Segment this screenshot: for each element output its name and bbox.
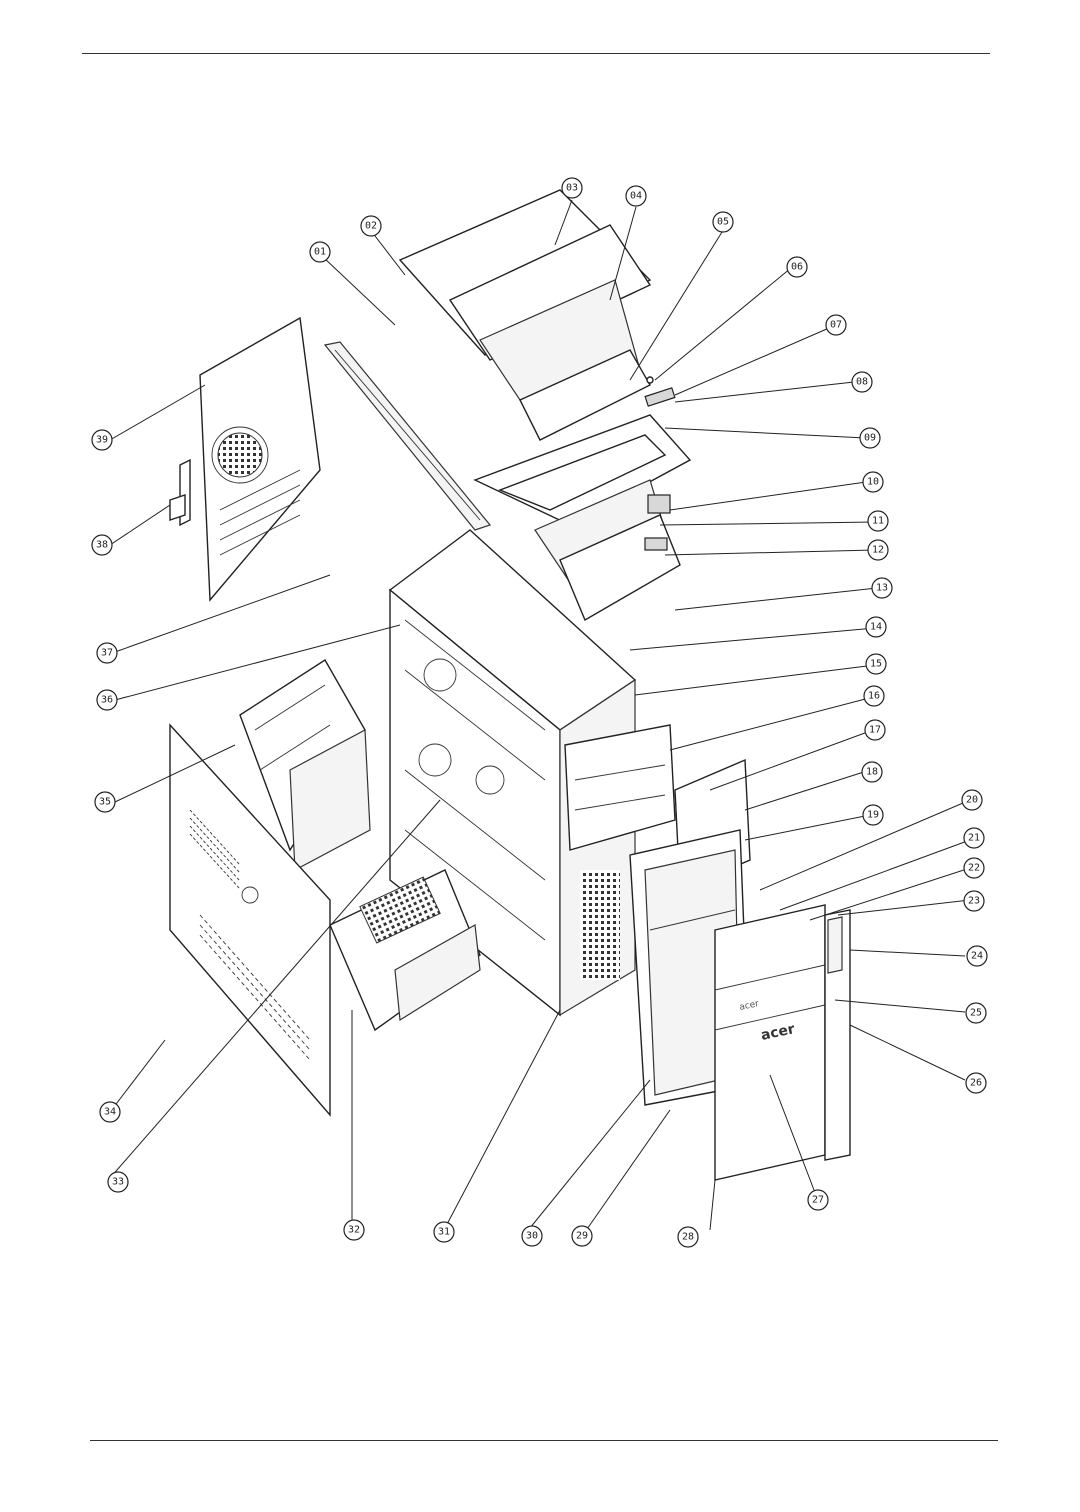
callout-26: 26 <box>966 1073 986 1093</box>
svg-text:09: 09 <box>864 433 876 444</box>
callout-01: 01 <box>310 242 330 262</box>
svg-text:34: 34 <box>104 1107 116 1118</box>
svg-text:29: 29 <box>576 1231 588 1242</box>
callout-30: 30 <box>522 1226 542 1246</box>
svg-text:11: 11 <box>872 516 884 527</box>
side-strip <box>825 910 850 1160</box>
callout-27: 27 <box>808 1190 828 1210</box>
callout-25: 25 <box>966 1003 986 1023</box>
svg-text:07: 07 <box>830 320 842 331</box>
callout-10: 10 <box>863 472 883 492</box>
svg-text:30: 30 <box>526 1231 538 1242</box>
callout-16: 16 <box>864 686 884 706</box>
svg-text:14: 14 <box>870 622 882 633</box>
callout-08: 08 <box>852 372 872 392</box>
callout-03: 03 <box>562 178 582 198</box>
callout-11: 11 <box>868 511 888 531</box>
callout-22: 22 <box>964 858 984 878</box>
callout-12: 12 <box>868 540 888 560</box>
svg-text:26: 26 <box>970 1078 982 1089</box>
callout-04: 04 <box>626 186 646 206</box>
header-rule <box>82 53 990 54</box>
callout-31: 31 <box>434 1222 454 1242</box>
svg-text:18: 18 <box>866 767 878 778</box>
callout-02: 02 <box>361 216 381 236</box>
svg-text:23: 23 <box>968 896 980 907</box>
svg-text:31: 31 <box>438 1227 450 1238</box>
callout-05: 05 <box>713 212 733 232</box>
svg-text:05: 05 <box>717 217 729 228</box>
callout-06: 06 <box>787 257 807 277</box>
callout-33: 33 <box>108 1172 128 1192</box>
callout-07: 07 <box>826 315 846 335</box>
callout-35: 35 <box>95 792 115 812</box>
callout-09: 09 <box>860 428 880 448</box>
svg-text:17: 17 <box>869 725 881 736</box>
top-cover-panels <box>400 190 650 440</box>
rear-panel <box>200 318 320 600</box>
svg-text:02: 02 <box>365 221 377 232</box>
svg-text:27: 27 <box>812 1195 824 1206</box>
svg-text:03: 03 <box>566 183 578 194</box>
callout-29: 29 <box>572 1226 592 1246</box>
svg-text:04: 04 <box>630 191 642 202</box>
svg-text:39: 39 <box>96 435 108 446</box>
callout-20: 20 <box>962 790 982 810</box>
svg-text:01: 01 <box>314 247 326 258</box>
callout-21: 21 <box>964 828 984 848</box>
side-rail <box>325 342 490 530</box>
callout-14: 14 <box>866 617 886 637</box>
callout-28: 28 <box>678 1227 698 1247</box>
svg-text:13: 13 <box>876 583 888 594</box>
footer-rule <box>90 1440 998 1441</box>
callout-34: 34 <box>100 1102 120 1122</box>
svg-text:20: 20 <box>966 795 978 806</box>
exploded-view-diagram: acer acer <box>90 170 990 1260</box>
svg-text:37: 37 <box>101 648 113 659</box>
svg-text:15: 15 <box>870 659 882 670</box>
svg-text:08: 08 <box>856 377 868 388</box>
rear-bracket <box>170 460 190 525</box>
svg-text:06: 06 <box>791 262 803 273</box>
svg-text:33: 33 <box>112 1177 124 1188</box>
svg-text:24: 24 <box>971 951 983 962</box>
svg-text:38: 38 <box>96 540 108 551</box>
callout-15: 15 <box>866 654 886 674</box>
svg-text:25: 25 <box>970 1008 982 1019</box>
svg-text:10: 10 <box>867 477 879 488</box>
callout-38: 38 <box>92 535 112 555</box>
svg-text:12: 12 <box>872 545 884 556</box>
exploded-view-svg: acer acer <box>90 170 990 1260</box>
callout-17: 17 <box>865 720 885 740</box>
svg-text:21: 21 <box>968 833 980 844</box>
svg-text:36: 36 <box>101 695 113 706</box>
callout-23: 23 <box>964 891 984 911</box>
callout-39: 39 <box>92 430 112 450</box>
svg-text:32: 32 <box>348 1225 360 1236</box>
callout-32: 32 <box>344 1220 364 1240</box>
callout-24: 24 <box>967 946 987 966</box>
callout-13: 13 <box>872 578 892 598</box>
svg-text:16: 16 <box>868 691 880 702</box>
svg-text:35: 35 <box>99 797 111 808</box>
callout-36: 36 <box>97 690 117 710</box>
callout-19: 19 <box>863 805 883 825</box>
front-door: acer acer <box>715 905 825 1180</box>
callout-37: 37 <box>97 643 117 663</box>
callout-18: 18 <box>862 762 882 782</box>
svg-text:28: 28 <box>682 1232 694 1243</box>
svg-text:19: 19 <box>867 810 879 821</box>
svg-text:22: 22 <box>968 863 980 874</box>
